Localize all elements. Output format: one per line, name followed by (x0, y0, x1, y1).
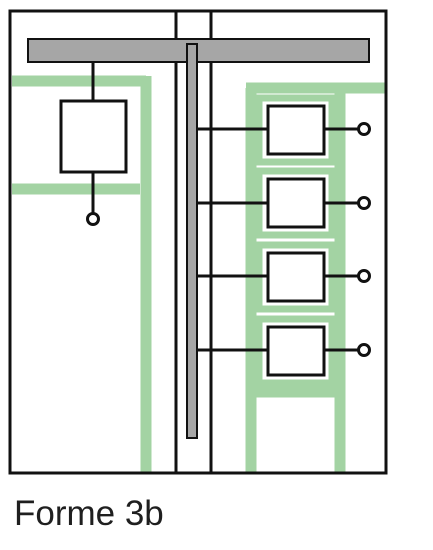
terminal-icon (357, 343, 371, 357)
right-unit-4 (197, 325, 371, 377)
left-functional-unit (59, 61, 128, 226)
terminal-icon (357, 122, 371, 136)
right-unit-1 (197, 104, 371, 156)
right-functional-units (197, 104, 371, 377)
left-panel-green-bands (12, 75, 152, 473)
right-unit-block (266, 104, 326, 156)
cabinet-frame (8, 9, 388, 475)
right-unit-2 (197, 177, 371, 229)
horizontal-busbar (27, 38, 370, 63)
cabinet-diagram (8, 9, 388, 475)
left-unit-block (59, 99, 128, 174)
right-unit-3 (197, 251, 371, 303)
diagram-caption: Forme 3b (14, 494, 164, 533)
right-unit-block (266, 177, 326, 229)
terminal-icon (86, 212, 100, 226)
right-unit-block (266, 325, 326, 377)
terminal-icon (357, 196, 371, 210)
vertical-busbar (186, 43, 198, 439)
terminal-icon (357, 269, 371, 283)
right-unit-block (266, 251, 326, 303)
